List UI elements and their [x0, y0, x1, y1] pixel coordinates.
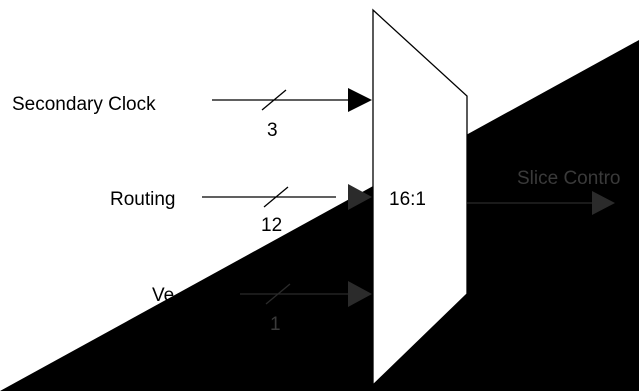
output-arrowhead	[592, 191, 615, 215]
black-overlay	[0, 40, 639, 391]
multiplexer-shape	[372, 8, 468, 387]
secondary-clock-bus-width: 3	[267, 120, 278, 141]
third-input-bus-width: 1	[270, 314, 281, 335]
slice-control-output: Slice Contro	[467, 168, 621, 215]
secondary-clock-input: Secondary Clock 3	[12, 88, 372, 141]
secondary-clock-arrowhead	[348, 88, 372, 112]
secondary-clock-bus-slash	[261, 89, 287, 111]
routing-bus-width: 12	[261, 215, 282, 236]
third-input-bus-slash	[265, 283, 291, 305]
third-input: Ve 1	[152, 281, 372, 335]
third-input-arrowhead	[348, 281, 372, 307]
multiplexer-ratio-label: 16:1	[389, 189, 426, 210]
output-label: Slice Contro	[517, 168, 621, 189]
routing-label: Routing	[110, 189, 176, 210]
secondary-clock-label: Secondary Clock	[12, 94, 156, 115]
routing-input: Routing 12	[110, 184, 372, 236]
routing-bus-slash	[263, 186, 289, 208]
routing-arrowhead	[348, 184, 372, 210]
third-input-label: Ve	[152, 285, 174, 306]
